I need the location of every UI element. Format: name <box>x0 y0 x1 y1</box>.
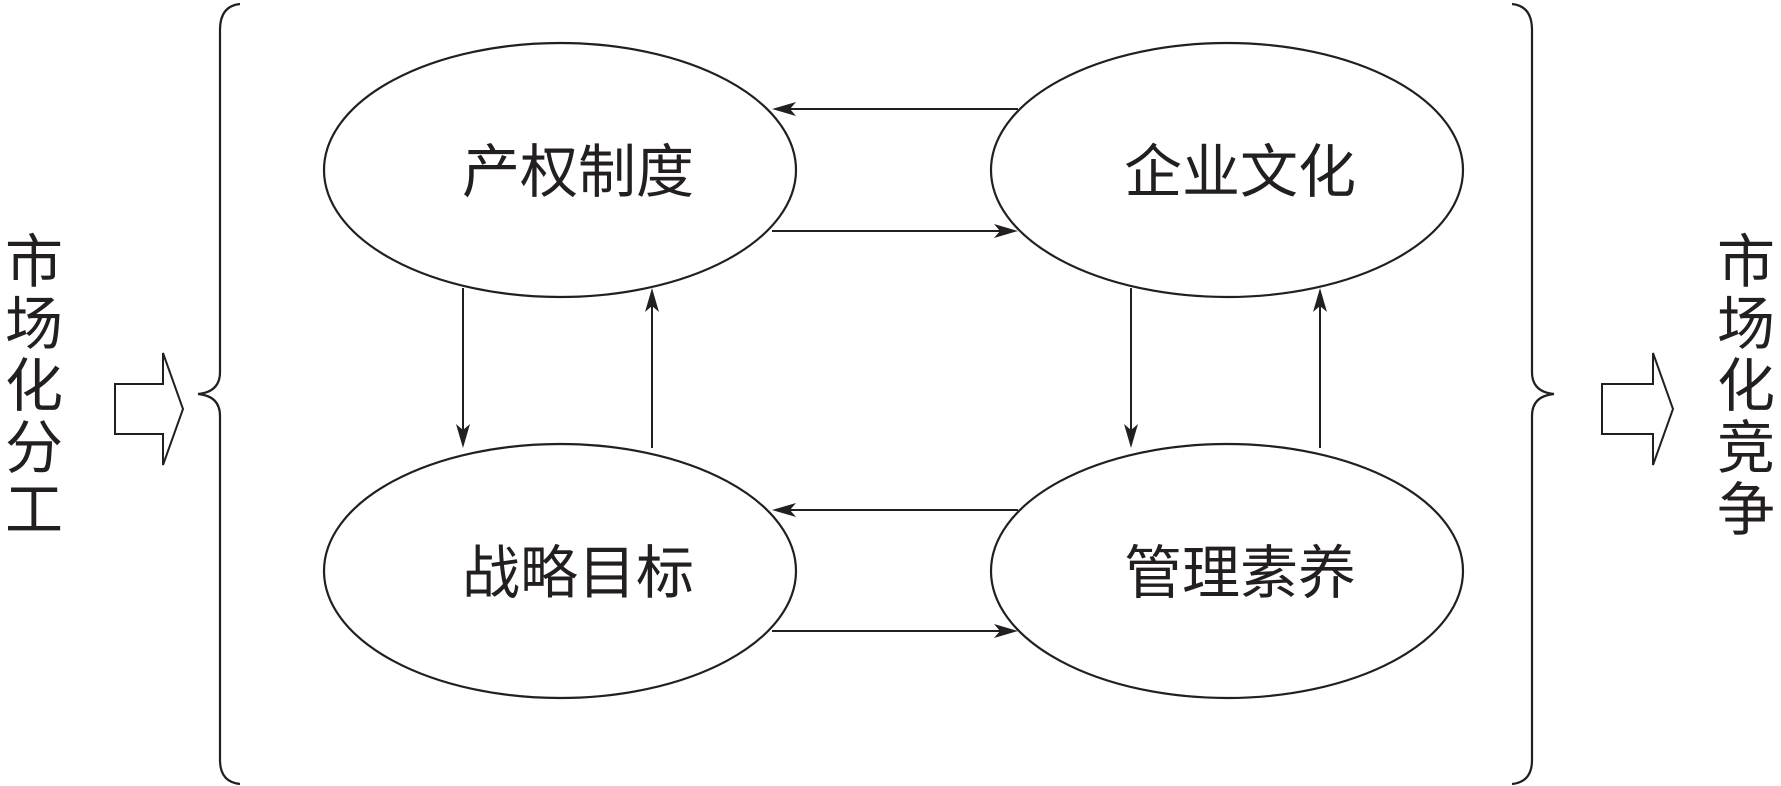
node-strategic-goals-label: 战略目标 <box>462 539 694 607</box>
node-strategic-goals: 战略目标 <box>322 442 798 700</box>
node-corporate-culture: 企业文化 <box>989 41 1465 299</box>
node-management-quality: 管理素养 <box>989 442 1465 700</box>
arrowhead-property-to-culture <box>994 224 1018 238</box>
right-label-group-char: 场 <box>1717 290 1775 358</box>
arrowhead-property-to-strategy <box>456 424 470 448</box>
node-property-rights: 产权制度 <box>322 41 798 299</box>
arrowhead-management-to-strategy <box>772 503 796 517</box>
right-label-group-char: 竞 <box>1717 414 1775 482</box>
node-property-rights-label: 产权制度 <box>462 138 694 206</box>
left-label-group-char: 场 <box>5 290 63 358</box>
left-label-group-char: 化 <box>5 352 63 420</box>
right-label-group-char: 市 <box>1717 228 1775 296</box>
left-label-group-char: 市 <box>5 228 63 296</box>
node-corporate-culture-label: 企业文化 <box>1124 138 1356 206</box>
arrowhead-strategy-to-property <box>645 288 659 312</box>
node-management-quality-label: 管理素养 <box>1124 539 1356 607</box>
left-label-group-char: 工 <box>5 476 63 544</box>
arrowhead-culture-to-property <box>772 102 796 116</box>
arrowhead-culture-to-management <box>1124 424 1138 448</box>
right-label-group-char: 争 <box>1717 476 1775 544</box>
left-brace <box>197 2 241 786</box>
right-brace <box>1511 2 1555 786</box>
arrowhead-management-to-culture <box>1313 288 1327 312</box>
arrowhead-strategy-to-management <box>994 624 1018 638</box>
right-label-group-char: 化 <box>1717 352 1775 420</box>
left-label-group-char: 分 <box>5 414 63 482</box>
left-input-arrow-icon <box>114 352 185 466</box>
right-output-arrow-icon <box>1601 352 1675 466</box>
